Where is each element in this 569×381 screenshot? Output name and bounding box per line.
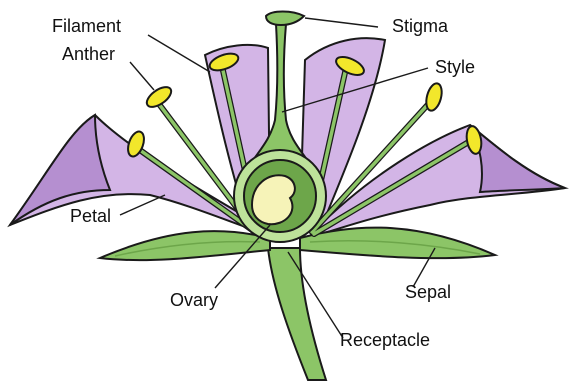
label-style: Style	[435, 57, 475, 77]
label-ovary: Ovary	[170, 290, 218, 310]
anther-5	[424, 82, 445, 113]
stem	[268, 248, 326, 380]
leader-filament	[148, 35, 210, 72]
stigma-shape	[266, 12, 304, 26]
leader-anther	[130, 62, 154, 90]
label-stigma: Stigma	[392, 16, 449, 36]
label-receptacle: Receptacle	[340, 330, 430, 350]
label-filament: Filament	[52, 16, 121, 36]
leader-stigma	[305, 18, 378, 27]
leader-petal	[120, 195, 165, 215]
label-petal: Petal	[70, 206, 111, 226]
petal-right-fold	[470, 125, 565, 192]
sepal-left	[100, 231, 270, 260]
label-sepal: Sepal	[405, 282, 451, 302]
label-anther: Anther	[62, 44, 115, 64]
